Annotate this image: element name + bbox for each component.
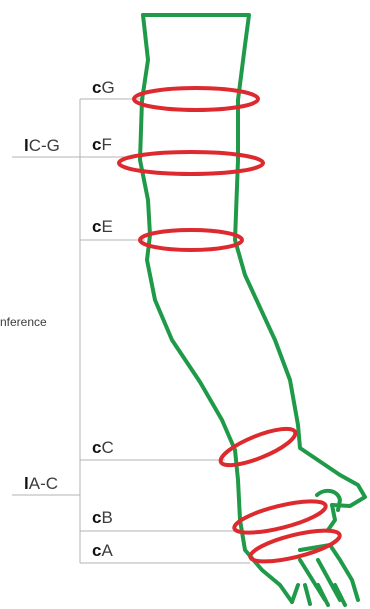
circumference-side-label: nference	[0, 315, 47, 329]
point-label-e-prefix: c	[92, 217, 101, 236]
point-label-b-prefix: c	[92, 508, 101, 527]
point-label-f-letter: F	[101, 135, 111, 154]
limb-outline	[138, 13, 367, 607]
arm-outline-inner	[138, 13, 294, 604]
length-label-a-c-range: A-C	[29, 474, 58, 493]
point-label-c-letter: C	[101, 438, 113, 457]
length-label-c-g: lC-G	[24, 136, 60, 155]
arm-outline	[141, 13, 367, 508]
guide-lines	[12, 98, 250, 564]
fingers-outline	[290, 543, 360, 607]
thumb-outline	[315, 488, 342, 532]
point-labels: cG cF cE cC cB cA	[92, 78, 115, 560]
length-label-c-g-range: C-G	[29, 136, 60, 155]
point-label-a: cA	[92, 541, 113, 560]
point-label-f: cF	[92, 135, 112, 154]
point-label-b-letter: B	[101, 508, 112, 527]
ring-e	[138, 228, 244, 252]
ring-f	[117, 150, 265, 176]
point-label-g-letter: G	[101, 78, 114, 97]
ring-b	[232, 499, 328, 535]
length-labels: lC-G lA-C	[24, 136, 60, 493]
point-label-g-prefix: c	[92, 78, 101, 97]
point-label-c: cC	[92, 438, 114, 457]
ring-g	[132, 86, 260, 112]
point-label-e-letter: E	[101, 217, 112, 236]
length-label-a-c-prefix: l	[24, 474, 29, 493]
point-label-b: cB	[92, 508, 113, 527]
ring-c	[218, 426, 298, 468]
point-label-a-prefix: c	[92, 541, 101, 560]
point-label-a-letter: A	[101, 541, 113, 560]
point-label-f-prefix: c	[92, 135, 101, 154]
length-label-a-c: lA-C	[24, 474, 58, 493]
circumference-rings	[117, 86, 342, 564]
length-label-c-g-prefix: l	[24, 136, 29, 155]
ring-a	[248, 528, 342, 564]
point-label-g: cG	[92, 78, 115, 97]
point-label-c-prefix: c	[92, 438, 101, 457]
point-label-e: cE	[92, 217, 113, 236]
